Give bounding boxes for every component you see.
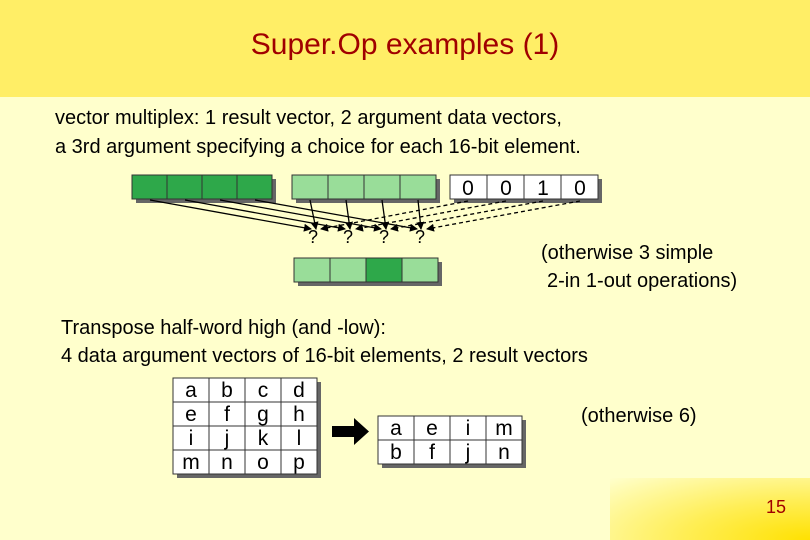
input-letter: c: [258, 379, 269, 402]
input-letter: n: [221, 451, 233, 474]
vector-b-cell: [399, 174, 437, 200]
arrows-from-selector: [320, 200, 581, 232]
input-letter: b: [221, 379, 233, 402]
input-cell: [208, 401, 246, 427]
selector-cell: [486, 174, 525, 200]
output-letter: n: [498, 441, 510, 464]
input-cell: [244, 449, 282, 475]
output-letter: i: [466, 417, 471, 440]
selector-bit: 0: [574, 177, 586, 200]
result-cell: [365, 257, 403, 283]
input-letter: e: [185, 403, 197, 426]
input-letter: k: [258, 427, 269, 450]
transpose-desc-line2: 4 data argument vectors of 16-bit elemen…: [61, 345, 588, 367]
input-cell: [280, 449, 318, 475]
output-letter: e: [426, 417, 438, 440]
choice-mark: ?: [343, 227, 353, 247]
result-cell: [401, 257, 439, 283]
selector-bit: 1: [537, 177, 549, 200]
arrows-from-vector-a: [149, 199, 418, 232]
vector-b-cell: [327, 174, 365, 200]
input-cell: [280, 401, 318, 427]
input-cell: [208, 377, 246, 403]
input-letter: d: [293, 379, 305, 402]
output-letter: m: [495, 417, 513, 440]
multiplex-note-line2: 2-in 1-out operations): [547, 270, 738, 292]
output-cell: [413, 439, 451, 465]
vector-a-cell: [236, 174, 273, 200]
input-letter: g: [257, 403, 269, 426]
input-cell: [244, 401, 282, 427]
vector-a-cell: [201, 174, 238, 200]
input-letter: h: [293, 403, 305, 426]
result-vector: [293, 257, 442, 286]
choice-mark: ?: [379, 227, 389, 247]
choice-mark: ?: [415, 227, 425, 247]
vector-b: [291, 174, 440, 203]
input-letter: j: [224, 427, 230, 450]
selector-bit: 0: [500, 177, 512, 200]
output-letter: j: [465, 441, 471, 464]
input-letter: i: [189, 427, 194, 450]
input-letter: o: [257, 451, 269, 474]
input-cell: [172, 401, 210, 427]
arrows-from-vector-b: [309, 199, 425, 230]
transpose-desc-line1: Transpose half-word high (and -low):: [61, 317, 386, 339]
multiplex-note-line1: (otherwise 3 simple: [541, 242, 714, 264]
vector-b-cell: [291, 174, 329, 200]
input-cell: [208, 449, 246, 475]
transpose-note: (otherwise 6): [581, 405, 697, 427]
input-cell: [280, 377, 318, 403]
selector-vector: 0 0 1 0: [449, 174, 602, 203]
vector-a: [131, 174, 276, 203]
vector-a-cell: [131, 174, 168, 200]
output-letter: f: [429, 441, 435, 464]
selector-bit: 0: [462, 177, 474, 200]
result-cell: [329, 257, 367, 283]
input-letter: l: [297, 427, 302, 450]
multiplex-desc-line2: a 3rd argument specifying a choice for e…: [55, 136, 581, 158]
input-letter: m: [182, 451, 200, 474]
selector-cell: [560, 174, 599, 200]
output-letter: b: [390, 441, 402, 464]
multiplex-desc-line1: vector multiplex: 1 result vector, 2 arg…: [55, 107, 562, 129]
output-cell: [485, 439, 523, 465]
input-cell: [244, 425, 282, 451]
input-cell: [208, 425, 246, 451]
corner-decoration: [610, 478, 810, 540]
title-bar: [0, 0, 810, 97]
output-cell: [377, 439, 415, 465]
input-letter: a: [185, 379, 197, 402]
page-number: 15: [765, 497, 786, 517]
slide-title: Super.Op examples (1): [250, 28, 560, 61]
output-letter: a: [390, 417, 402, 440]
transform-arrow: [332, 418, 369, 445]
choice-mark: ?: [308, 227, 318, 247]
input-letter: f: [224, 403, 230, 426]
vector-a-cell: [166, 174, 203, 200]
vector-b-cell: [363, 174, 401, 200]
input-letter: p: [293, 451, 305, 474]
result-cell: [293, 257, 331, 283]
transpose-output-grid: a e i m b f j n: [377, 415, 526, 468]
selector-cell: [523, 174, 562, 200]
